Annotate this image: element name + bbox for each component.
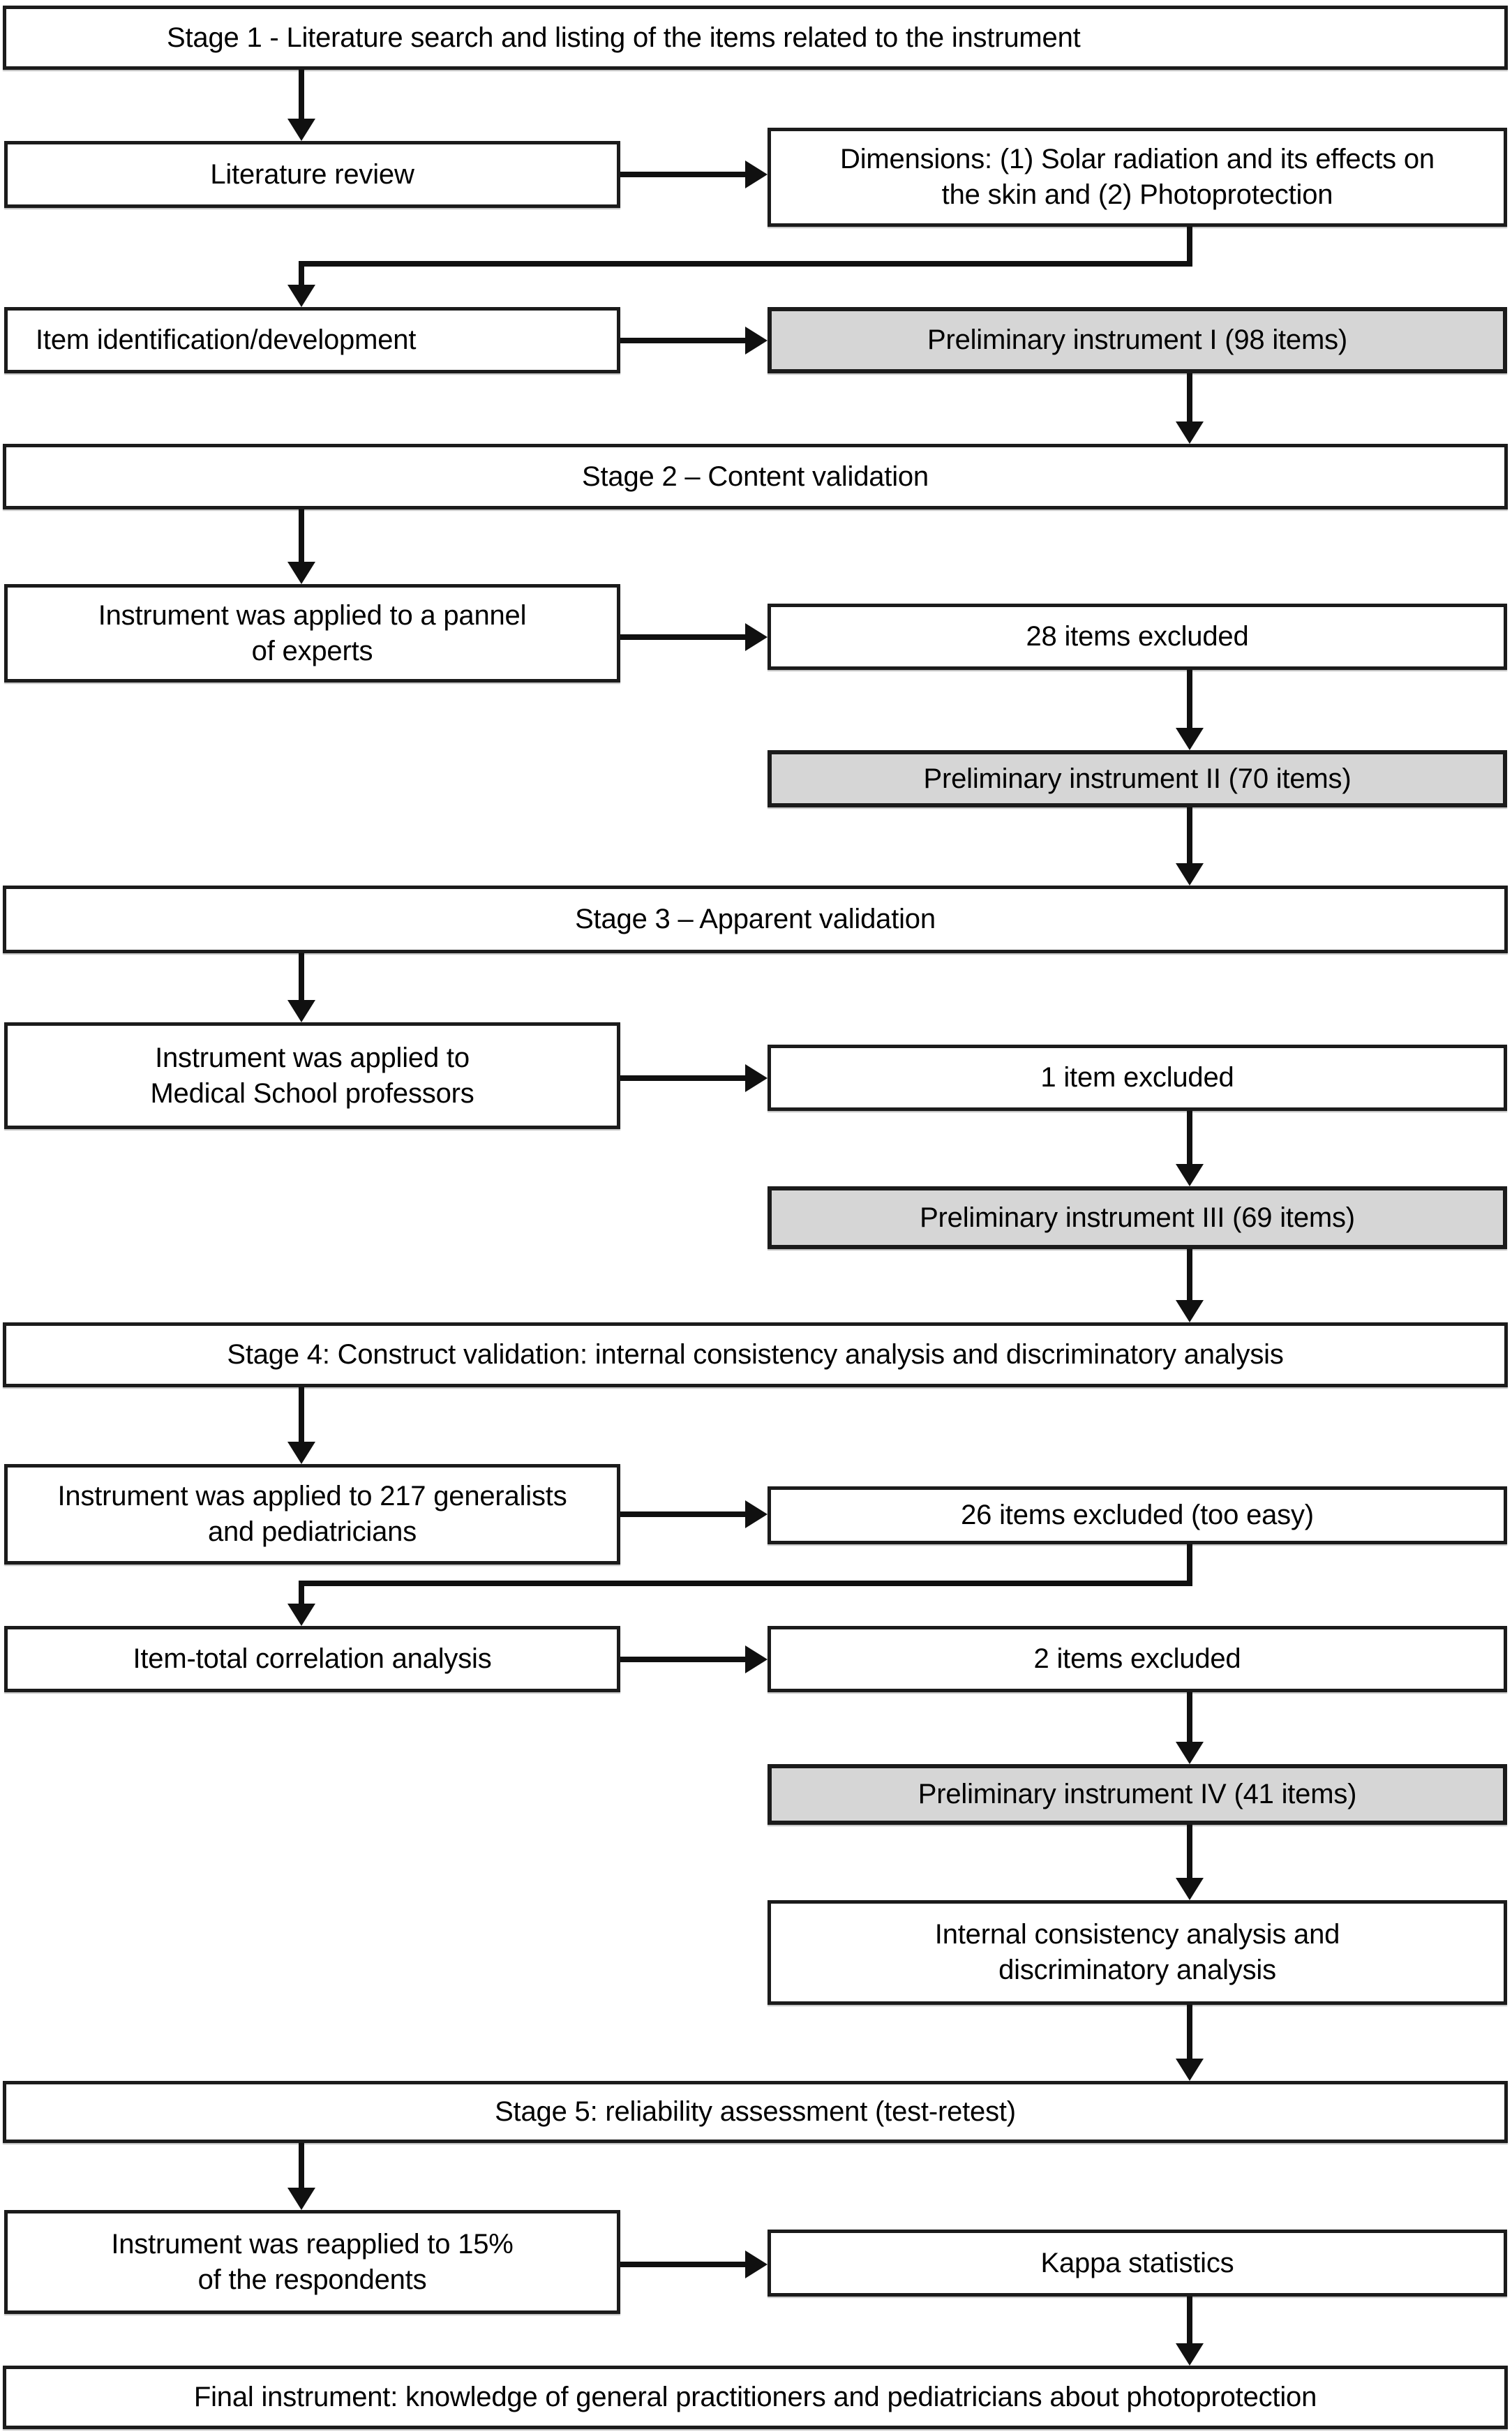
flow-arrow-shaft <box>620 634 748 640</box>
flow-arrow-shaft <box>299 1581 304 1606</box>
arrow-right-icon <box>745 160 768 188</box>
flow-node-preliminary-instrument-3: Preliminary instrument III (69 items) <box>768 1186 1507 1249</box>
arrow-right-icon <box>745 623 768 651</box>
arrow-down-icon <box>287 1442 315 1464</box>
arrow-down-icon <box>287 1604 315 1626</box>
flow-node-final-instrument: Final instrument: knowledge of general p… <box>3 2366 1508 2429</box>
flow-arrow-shaft <box>620 1075 748 1081</box>
arrow-right-icon <box>745 327 768 354</box>
arrow-down-icon <box>1176 421 1204 444</box>
flow-elbow-segment <box>1187 1544 1192 1586</box>
flow-arrow-shaft <box>299 1387 304 1444</box>
flow-elbow-segment <box>1187 227 1192 267</box>
arrow-down-icon <box>1176 2059 1204 2081</box>
flow-arrow-shaft <box>620 172 748 177</box>
flow-node-literature-review: Literature review <box>4 141 620 208</box>
flow-node-items-excluded-26: 26 items excluded (too easy) <box>768 1486 1507 1544</box>
flow-node-item-total-correlation: Item-total correlation analysis <box>4 1626 620 1692</box>
arrow-down-icon <box>1176 728 1204 750</box>
flow-arrow-shaft <box>1187 1692 1192 1745</box>
arrow-right-icon <box>745 1064 768 1092</box>
flow-arrow-shaft <box>620 2262 748 2267</box>
flow-arrow-shaft <box>1187 1825 1192 1881</box>
flow-arrow-shaft <box>1187 807 1192 866</box>
arrow-down-icon <box>287 285 315 307</box>
flow-node-items-excluded-2: 2 items excluded <box>768 1626 1507 1692</box>
arrow-down-icon <box>287 119 315 141</box>
arrow-down-icon <box>1176 863 1204 886</box>
flow-node-dimensions: Dimensions: (1) Solar radiation and its … <box>768 128 1507 227</box>
flow-elbow-segment <box>299 261 1192 267</box>
flow-arrow-shaft <box>1187 1111 1192 1167</box>
flow-node-medical-school-professors: Instrument was applied to Medical School… <box>4 1022 620 1129</box>
flow-node-reapplied-15-percent: Instrument was reapplied to 15% of the r… <box>4 2210 620 2314</box>
flow-node-item-excluded-1: 1 item excluded <box>768 1045 1507 1111</box>
flow-node-panel-of-experts: Instrument was applied to a pannel of ex… <box>4 584 620 682</box>
flow-node-stage2: Stage 2 – Content validation <box>3 444 1508 509</box>
flow-arrow-shaft <box>1187 1249 1192 1303</box>
flow-node-stage1: Stage 1 - Literature search and listing … <box>3 6 1508 70</box>
flow-node-internal-consistency: Internal consistency analysis and discri… <box>768 1900 1507 2005</box>
arrow-down-icon <box>287 1000 315 1022</box>
flow-arrow-shaft <box>299 2143 304 2190</box>
flow-node-generalists-217: Instrument was applied to 217 generalist… <box>4 1464 620 1565</box>
flow-arrow-shaft <box>1187 670 1192 731</box>
flow-arrow-shaft <box>299 261 304 288</box>
arrow-right-icon <box>745 1500 768 1528</box>
flow-node-items-excluded-28: 28 items excluded <box>768 604 1507 670</box>
arrow-right-icon <box>745 2250 768 2278</box>
flow-node-stage5: Stage 5: reliability assessment (test-re… <box>3 2081 1508 2143</box>
arrow-down-icon <box>1176 1878 1204 1900</box>
flow-arrow-shaft <box>299 509 304 565</box>
flow-arrow-shaft <box>620 1657 748 1662</box>
arrow-right-icon <box>745 1645 768 1673</box>
flow-arrow-shaft <box>1187 2297 1192 2346</box>
flow-node-stage3: Stage 3 – Apparent validation <box>3 886 1508 953</box>
arrow-down-icon <box>1176 1300 1204 1322</box>
flow-arrow-shaft <box>620 1511 748 1517</box>
flow-node-stage4: Stage 4: Construct validation: internal … <box>3 1322 1508 1387</box>
arrow-down-icon <box>1176 1164 1204 1186</box>
arrow-down-icon <box>287 2188 315 2210</box>
flow-elbow-segment <box>299 1581 1192 1586</box>
flow-arrow-shaft <box>299 953 304 1003</box>
flow-node-preliminary-instrument-4: Preliminary instrument IV (41 items) <box>768 1764 1507 1825</box>
arrow-down-icon <box>1176 2343 1204 2366</box>
arrow-down-icon <box>1176 1742 1204 1764</box>
flow-node-preliminary-instrument-2: Preliminary instrument II (70 items) <box>768 750 1507 807</box>
flow-node-item-identification: Item identification/development <box>4 307 620 373</box>
flow-arrow-shaft <box>1187 373 1192 424</box>
flow-arrow-shaft <box>299 70 304 121</box>
flow-arrow-shaft <box>620 338 748 343</box>
flow-node-preliminary-instrument-1: Preliminary instrument I (98 items) <box>768 307 1507 373</box>
arrow-down-icon <box>287 562 315 584</box>
flow-arrow-shaft <box>1187 2005 1192 2061</box>
flow-node-kappa-statistics: Kappa statistics <box>768 2230 1507 2297</box>
